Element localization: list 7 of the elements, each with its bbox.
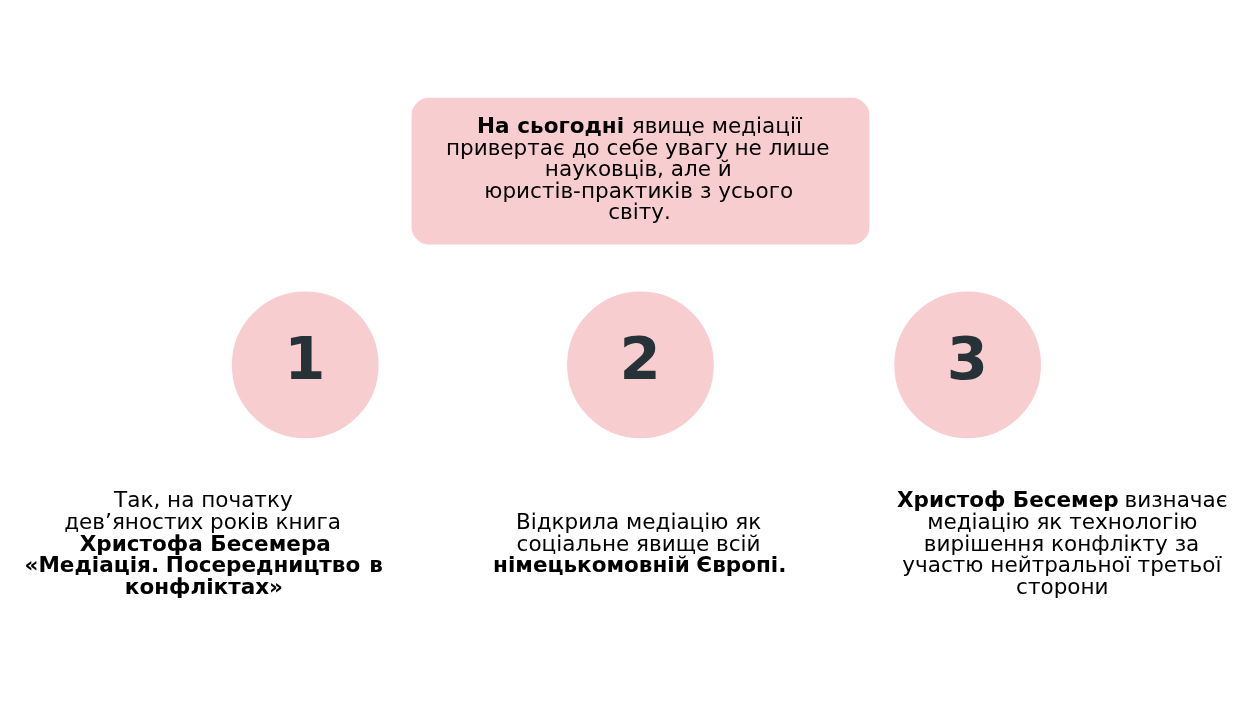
node-label: Христоф Бесемер визначає медіацію як технологію вирішення конфлікту за участю нейтральної третьої сторони (896, 487, 1228, 599)
node-label: Так, на початку дев’яностих років книга Христофа Бесемера «Медіація. Посередництво в конфліктах» (24, 487, 383, 599)
node-circle: 2 (567, 291, 714, 439)
node-circle: 1 (231, 291, 379, 439)
node-circle: 3 (894, 291, 1041, 439)
node-box: На сьогодні явище медіації привертає до себе увагу не лише науковців, але й юристів-практиків з усього світу. (411, 97, 870, 245)
node-label: Відкрила медіацію як соціальне явище всій німецькомовній Європі. (493, 508, 787, 578)
